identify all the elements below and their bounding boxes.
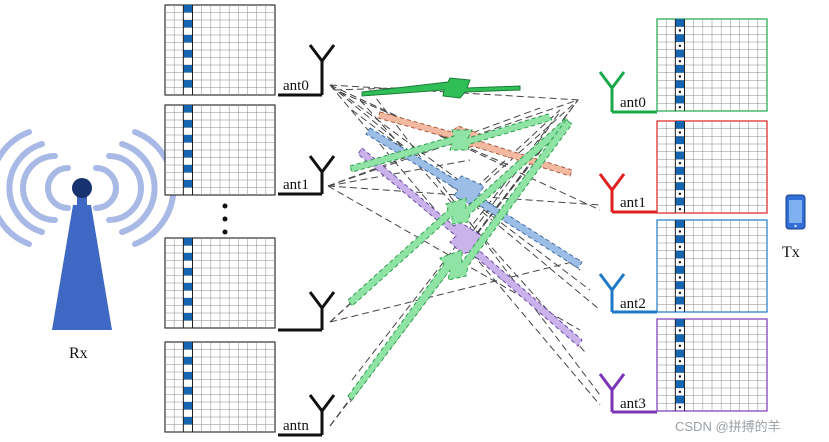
ray-17 xyxy=(329,125,551,427)
rx-antenna-ant0-icon xyxy=(278,44,336,97)
tx-ant1-label: ant1 xyxy=(620,195,646,211)
phone-icon xyxy=(785,194,806,230)
rx-grid-antn xyxy=(164,341,276,433)
tx-label: Tx xyxy=(782,244,800,261)
ray-16 xyxy=(329,117,567,427)
tx-antenna-ant0-icon xyxy=(598,71,657,114)
signal-waves-icon xyxy=(0,129,177,247)
tx-antenna-ant3-icon xyxy=(598,373,657,414)
rx-label: Rx xyxy=(69,345,88,362)
channel-path-green-b xyxy=(347,117,571,307)
ray-2 xyxy=(329,84,601,311)
rx-ant0-label: ant0 xyxy=(283,78,309,94)
rx-antenna-ant2-icon xyxy=(278,291,336,332)
rx-antenna-ant1-icon xyxy=(278,155,336,196)
rx-grid-ant2 xyxy=(164,237,276,329)
rx-grid-ant1 xyxy=(164,104,276,196)
tx-ant0-label: ant0 xyxy=(620,95,646,111)
watermark-text: CSDN @拼搏的羊 xyxy=(675,419,781,434)
channel-path-blue xyxy=(365,127,583,269)
ellipsis-dots xyxy=(222,203,228,235)
tx-grid-ant2 xyxy=(656,219,768,313)
tx-grid-ant0 xyxy=(656,18,768,112)
rx-grid-ant0 xyxy=(164,4,276,96)
tx-grid-ant1 xyxy=(656,120,768,214)
ray-14 xyxy=(329,259,581,323)
tx-antenna-ant1-icon xyxy=(598,173,657,214)
tx-ant2-label: ant2 xyxy=(620,296,646,312)
channel-path-green-c xyxy=(347,119,573,401)
tx-antenna-ant2-icon xyxy=(598,273,657,314)
rx-base-station-icon xyxy=(0,129,177,330)
channel-path-green-a xyxy=(349,113,553,173)
tx-grid-ant3 xyxy=(656,318,768,412)
rx-antn-label: antn xyxy=(283,418,309,434)
rx-ant1-label: ant1 xyxy=(283,177,309,193)
channel-path-green-top xyxy=(361,77,521,99)
rx-antenna-antn-icon xyxy=(278,394,336,437)
tx-ant3-label: ant3 xyxy=(620,396,646,412)
ray-10 xyxy=(327,159,471,187)
